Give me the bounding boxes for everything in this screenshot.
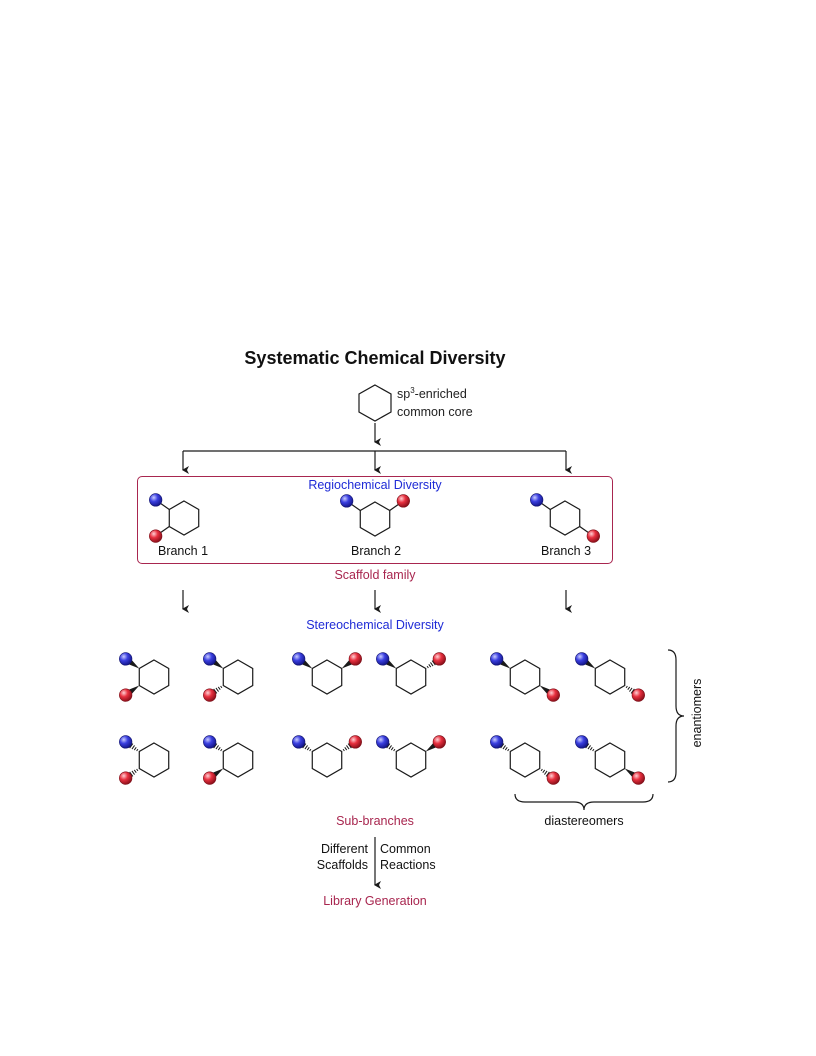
stereoisomer-r1-c1 (119, 652, 170, 702)
blue-substituent (340, 494, 354, 508)
red-substituent (203, 688, 217, 702)
cyclohexane-ring (594, 742, 626, 778)
scaffold-family-caption: Scaffold family (334, 568, 416, 582)
cyclohexane-ring (509, 659, 541, 695)
diastereomers-brace (514, 793, 654, 811)
blue-substituent (119, 652, 133, 666)
cyclohexane-ring (138, 659, 170, 695)
blue-substituent (575, 652, 589, 666)
common-label: Common (380, 842, 431, 856)
red-substituent (203, 771, 217, 785)
branch-3-label: Branch 3 (540, 544, 592, 558)
red-substituent (348, 735, 362, 749)
blue-substituent (203, 652, 217, 666)
blue-substituent (376, 735, 390, 749)
cyclohexane-ring (549, 500, 581, 536)
cyclohexane-ring (509, 742, 541, 778)
common-reactions-label: Common Reactions (380, 841, 450, 873)
cyclohexane-ring (359, 501, 391, 537)
scaffold-family-box (137, 476, 613, 564)
cyclohexane-ring (168, 500, 200, 536)
different-scaffolds-label: Different Scaffolds (300, 841, 368, 873)
stereoisomer-r2-c2 (203, 735, 254, 785)
blue-substituent (530, 493, 544, 507)
blue-substituent (490, 735, 504, 749)
branch-3-molecule (530, 493, 600, 543)
enantiomers-brace (667, 649, 685, 783)
stereoisomer-r2-c1 (119, 735, 170, 785)
core-label-sup: 3 (410, 386, 415, 395)
sub-branches-caption: Sub-branches (336, 814, 414, 828)
library-generation-caption: Library Generation (323, 894, 427, 908)
red-substituent (631, 688, 645, 702)
blue-substituent (149, 493, 163, 507)
red-substituent (396, 494, 410, 508)
cyclohexane-ring (222, 659, 254, 695)
core-label-line2: common core (397, 405, 473, 420)
cyclohexane-ring (311, 659, 343, 695)
red-substituent (432, 652, 446, 666)
core-hexagon (358, 384, 392, 422)
blue-substituent (490, 652, 504, 666)
blue-substituent (292, 735, 306, 749)
red-substituent (432, 735, 446, 749)
cyclohexane-ring (395, 659, 427, 695)
core-label-prefix: sp (397, 387, 411, 402)
stereoisomer-r1-c2 (203, 652, 254, 702)
stereoisomer-r1-c4 (376, 652, 446, 695)
molecule-structures (119, 493, 645, 785)
stereoisomer-r2-c5 (490, 735, 560, 785)
cyclohexane-ring (222, 742, 254, 778)
branch-2-molecule (340, 494, 410, 537)
core-label-suffix: -enriched (414, 387, 467, 402)
red-substituent (631, 771, 645, 785)
red-substituent (586, 529, 600, 543)
stereochemical-heading: Stereochemical Diversity (306, 618, 444, 632)
branch-1-molecule (149, 493, 200, 543)
red-substituent (546, 688, 560, 702)
branch-2-label: Branch 2 (350, 544, 402, 558)
blue-substituent (119, 735, 133, 749)
cyclohexane-ring (395, 742, 427, 778)
branch-arrows (182, 423, 572, 889)
stereoisomer-r2-c6 (575, 735, 645, 785)
stereoisomer-r2-c3 (292, 735, 362, 778)
different-label: Different (320, 842, 368, 856)
red-substituent (348, 652, 362, 666)
blue-substituent (575, 735, 589, 749)
diastereomers-label: diastereomers (544, 814, 624, 828)
stereoisomer-r2-c4 (376, 735, 446, 778)
branch-1-label: Branch 1 (157, 544, 209, 558)
cyclohexane-ring (138, 742, 170, 778)
red-substituent (119, 688, 133, 702)
page-title: Systematic Chemical Diversity (244, 348, 506, 368)
core-label: sp3-enriched common core (397, 382, 473, 421)
red-substituent (546, 771, 560, 785)
scaffolds-label: Scaffolds (316, 858, 368, 872)
cyclohexane-ring (594, 659, 626, 695)
red-substituent (149, 529, 163, 543)
blue-substituent (292, 652, 306, 666)
reactions-label: Reactions (380, 858, 436, 872)
cyclohexane-ring (311, 742, 343, 778)
blue-substituent (203, 735, 217, 749)
regiochemical-heading: Regiochemical Diversity (308, 478, 442, 492)
blue-substituent (376, 652, 390, 666)
stereoisomer-r1-c5 (490, 652, 560, 702)
stereoisomer-r1-c6 (575, 652, 645, 702)
stereoisomer-r1-c3 (292, 652, 362, 695)
red-substituent (119, 771, 133, 785)
